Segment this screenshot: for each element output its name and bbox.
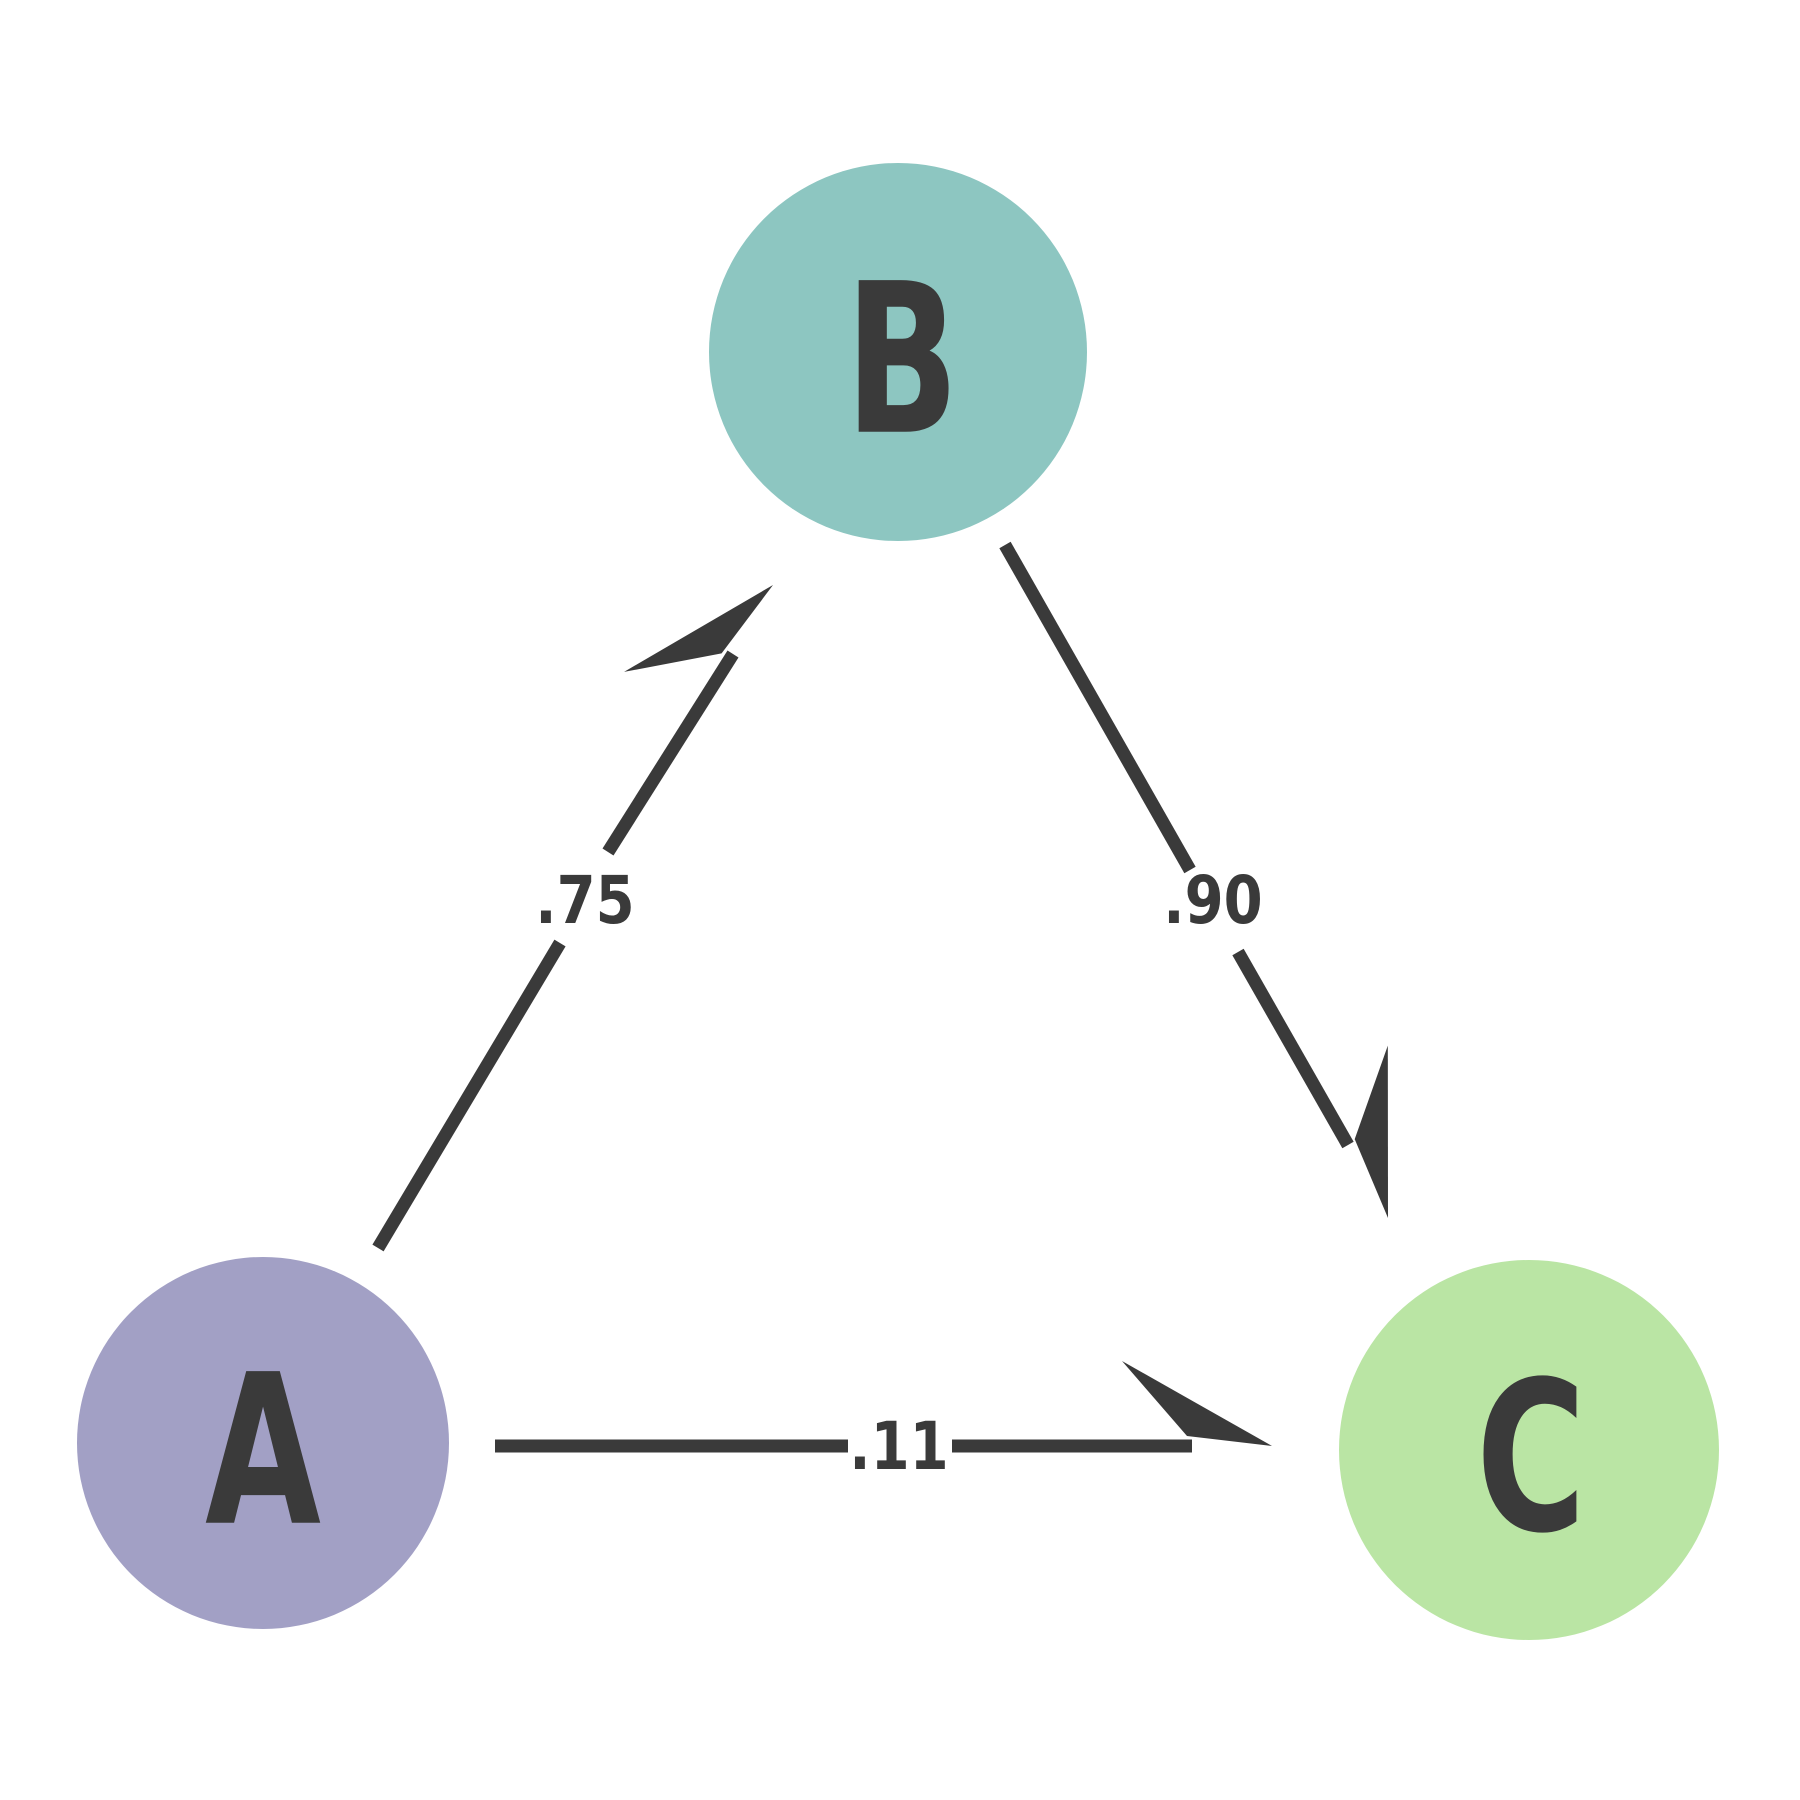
edge-a-c-weight-label: .11 [849,1409,948,1486]
edge-a-c-arrowhead-icon [1122,1361,1272,1446]
edge-a-b-shaft-upper [602,650,739,856]
node-c-label: C [1476,1337,1586,1579]
edge-b-c: .90 [999,541,1388,1218]
edge-a-b-weight-label: .75 [535,863,634,940]
edge-b-c-arrowhead-icon [1354,1045,1388,1218]
node-b: B [709,163,1087,541]
node-c-circle [1339,1260,1719,1640]
edge-a-b-shaft-lower [372,939,566,1252]
edge-a-b-arrowhead-icon [624,585,773,672]
edge-b-c-weight-label: .90 [1163,863,1262,940]
node-a-label: A [205,1330,321,1572]
node-b-circle [709,163,1087,541]
node-a-circle [77,1257,449,1629]
node-c: C [1339,1260,1719,1640]
node-a: A [77,1257,449,1629]
node-b-label: B [845,239,959,481]
edge-a-b: .75 [372,585,773,1252]
edge-a-c: .11 [495,1361,1272,1485]
edge-b-c-shaft-upper [999,541,1196,874]
edge-b-c-shaft-lower [1232,948,1354,1149]
